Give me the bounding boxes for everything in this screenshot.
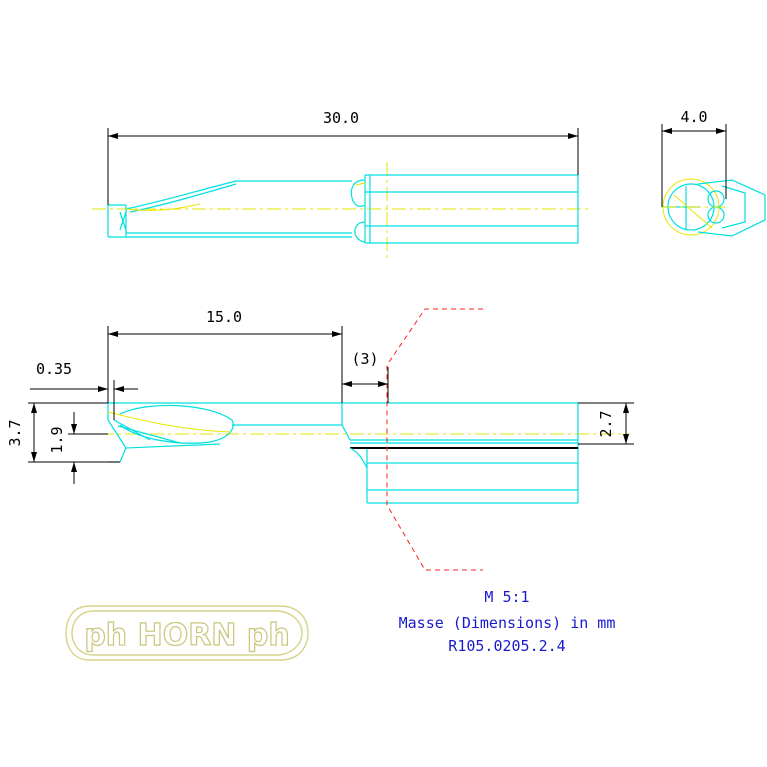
dim-offset-035: 0.35: [36, 360, 72, 378]
break-line: [386, 308, 483, 571]
dim-3: [342, 367, 389, 403]
logo-text: ph HORN ph: [84, 618, 289, 653]
dim-height-19: 1.9: [48, 426, 66, 453]
dim-height-27: 2.7: [597, 410, 615, 437]
part-number: R105.0205.2.4: [448, 637, 565, 655]
dim-length-30: 30.0: [323, 109, 359, 127]
units-note: Masse (Dimensions) in mm: [399, 614, 616, 632]
dim-19: [68, 412, 108, 484]
dim-width-4: 4.0: [680, 108, 707, 126]
side-shank: [342, 402, 579, 504]
horn-logo: ph HORN ph: [65, 605, 309, 661]
shank-outline: [350, 174, 579, 244]
dim-15: [107, 326, 343, 403]
top-view: 30.0: [92, 109, 592, 258]
insert-neck: [107, 180, 352, 238]
dim-035: [30, 380, 138, 420]
scale-note: M 5:1: [484, 588, 529, 606]
dim-depth-3: (3): [351, 350, 378, 368]
dim-length-15: 15.0: [206, 308, 242, 326]
dim-4: [661, 124, 727, 207]
side-view: 15.0 (3) 0.35 3.7: [6, 308, 634, 571]
dim-30: [107, 128, 579, 205]
dim-height-37: 3.7: [6, 419, 24, 446]
drawing-notes: M 5:1 Masse (Dimensions) in mm R105.0205…: [399, 588, 616, 655]
side-insert: [107, 402, 351, 463]
end-view: 4.0: [661, 108, 766, 237]
dim-27: [578, 402, 634, 445]
